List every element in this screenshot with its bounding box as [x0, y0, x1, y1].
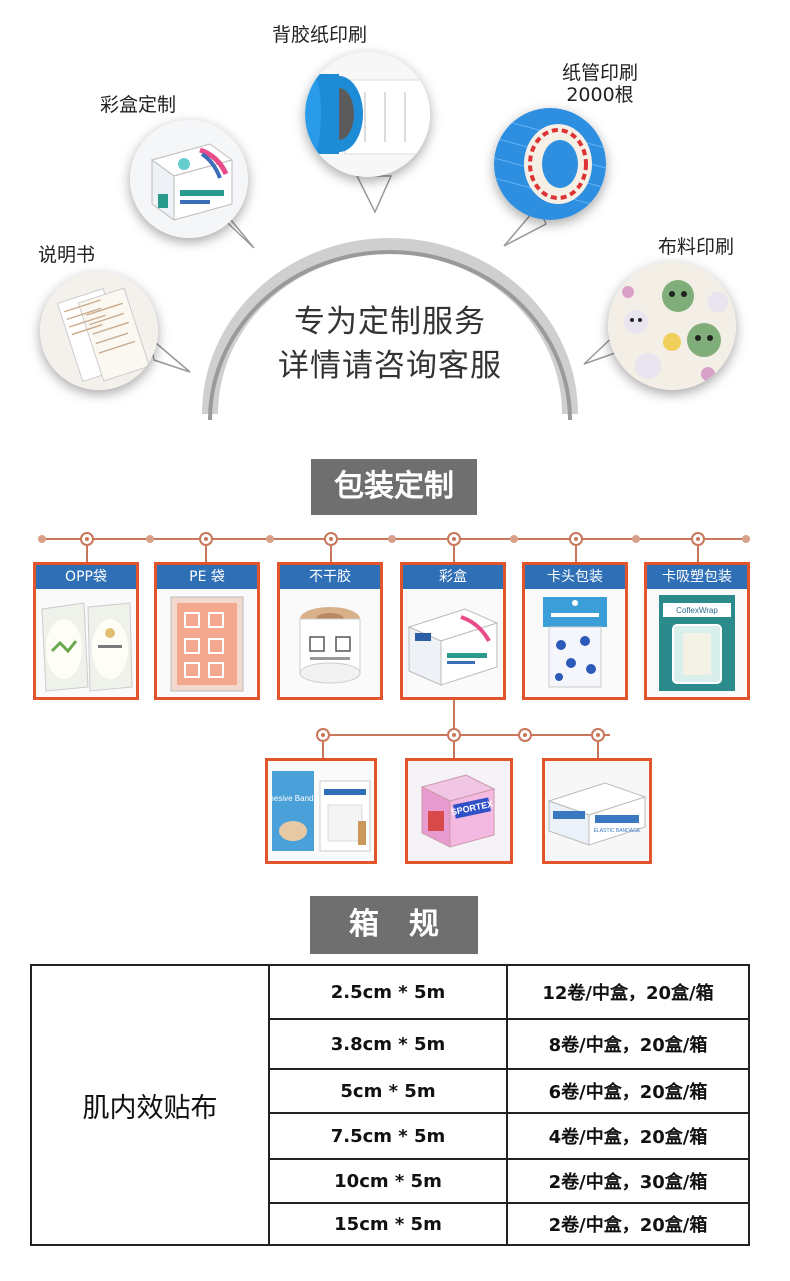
package-card-title: 卡头包装 [525, 565, 625, 589]
connector-node [518, 728, 532, 742]
connector-stem [453, 742, 455, 758]
connector-stem [597, 742, 599, 758]
opp-bag-image [36, 589, 136, 697]
center-line-2: 详情请咨询客服 [278, 348, 502, 384]
table-row: 7.5cm * 5m 4卷/中盒，20盒/箱 [270, 1114, 748, 1160]
size-cell: 7.5cm * 5m [270, 1114, 508, 1158]
label-core-print-line2: 2000根 [566, 84, 634, 106]
pack-cell: 4卷/中盒，20盒/箱 [548, 1127, 708, 1148]
pe-bag-image [157, 589, 257, 697]
connector-dot [38, 535, 46, 543]
package-card-title: 不干胶 [280, 565, 380, 589]
package-card-title: 彩盒 [403, 565, 503, 589]
size-cell: 3.8cm * 5m [270, 1020, 508, 1068]
package-card-opp: OPP袋 [33, 562, 139, 700]
package-card-sticker: 不干胶 [277, 562, 383, 700]
sticker-roll-image [280, 589, 380, 697]
pointer-backing-paper [355, 175, 393, 214]
connector-dot [632, 535, 640, 543]
connector-stem [322, 742, 324, 758]
package-card-pe: PE 袋 [154, 562, 260, 700]
core-print-photo [494, 108, 606, 220]
label-manual: 说明书 [38, 244, 96, 266]
pack-cell: 2卷/中盒，30盒/箱 [548, 1172, 708, 1193]
label-core-print: 纸管印刷 2000根 [550, 62, 650, 106]
package-card-title: OPP袋 [36, 565, 136, 589]
table-row: 10cm * 5m 2卷/中盒，30盒/箱 [270, 1160, 748, 1204]
connector-node [569, 532, 583, 546]
package-elastic-box: ELASTIC BANDAGE [542, 758, 652, 864]
spec-table: 肌内效贴布 2.5cm * 5m 12卷/中盒，20盒/箱 3.8cm * 5m… [30, 964, 750, 1246]
coflexwrap-text: CoflexWrap [676, 606, 718, 615]
size-cell: 15cm * 5m [270, 1204, 508, 1244]
package-card-blister: 卡吸塑包装 CoflexWrap [644, 562, 750, 700]
fabric-print-photo [608, 262, 736, 390]
size-cell: 10cm * 5m [270, 1160, 508, 1202]
connector-stem [205, 546, 207, 562]
pack-cell: 2卷/中盒，20盒/箱 [548, 1215, 708, 1236]
connector-stem [330, 546, 332, 562]
table-row: 15cm * 5m 2卷/中盒，20盒/箱 [270, 1204, 748, 1244]
color-box-photo [130, 120, 248, 238]
connector-dot [742, 535, 750, 543]
size-cell: 2.5cm * 5m [270, 966, 508, 1018]
package-card-color-box: 彩盒 [400, 562, 506, 700]
label-fabric-print: 布料印刷 [658, 236, 735, 258]
connector-dot [388, 535, 396, 543]
blister-image: CoflexWrap [647, 589, 747, 697]
connector-node [591, 728, 605, 742]
connector-node [324, 532, 338, 546]
spec-title: 箱 规 [310, 896, 478, 954]
color-box-image [403, 589, 503, 697]
label-color-box: 彩盒定制 [100, 94, 177, 116]
manual-photo [40, 272, 158, 390]
pack-cell: 8卷/中盒，20盒/箱 [548, 1035, 708, 1056]
custom-service-text: 专为定制服务 详情请咨询客服 [200, 300, 580, 388]
label-backing-paper: 背胶纸印刷 [272, 24, 368, 46]
connector-node [691, 532, 705, 546]
backing-paper-photo [305, 52, 430, 177]
connector-stem [575, 546, 577, 562]
connector-node [199, 532, 213, 546]
connector-stem [453, 546, 455, 562]
custom-service-section: 说明书 彩盒定制 背胶纸印刷 纸管印刷 2000根 布料印刷 [0, 0, 790, 430]
table-row: 3.8cm * 5m 8卷/中盒，20盒/箱 [270, 1020, 748, 1070]
connector-stem [453, 700, 455, 736]
package-sportex: SPORTEX [405, 758, 513, 864]
connector-node [447, 532, 461, 546]
packaging-connector-line [42, 538, 750, 540]
package-card-header-card: 卡头包装 [522, 562, 628, 700]
connector-stem [86, 546, 88, 562]
product-name: 肌内效贴布 [32, 966, 270, 1244]
center-line-1: 专为定制服务 [294, 304, 486, 340]
packaging-title: 包装定制 [311, 459, 477, 515]
connector-node [447, 728, 461, 742]
connector-node [80, 532, 94, 546]
connector-dot [510, 535, 518, 543]
cohesive-text: Cohesive Bandage [268, 794, 327, 803]
connector-dot [266, 535, 274, 543]
package-card-title: PE 袋 [157, 565, 257, 589]
header-card-image [525, 589, 625, 697]
center-arc [200, 238, 580, 428]
package-card-title: 卡吸塑包装 [647, 565, 747, 589]
elastic-text: ELASTIC BANDAGE [594, 828, 641, 834]
package-cohesive-box: Cohesive Bandage [265, 758, 377, 864]
table-row: 2.5cm * 5m 12卷/中盒，20盒/箱 [270, 966, 748, 1020]
table-row: 5cm * 5m 6卷/中盒，20盒/箱 [270, 1070, 748, 1114]
packaging-connector-line-2 [316, 734, 610, 736]
pack-cell: 12卷/中盒，20盒/箱 [542, 983, 714, 1004]
connector-dot [146, 535, 154, 543]
size-cell: 5cm * 5m [270, 1070, 508, 1112]
connector-node [316, 728, 330, 742]
connector-stem [697, 546, 699, 562]
label-core-print-line1: 纸管印刷 [561, 62, 638, 84]
pack-cell: 6卷/中盒，20盒/箱 [548, 1082, 708, 1103]
